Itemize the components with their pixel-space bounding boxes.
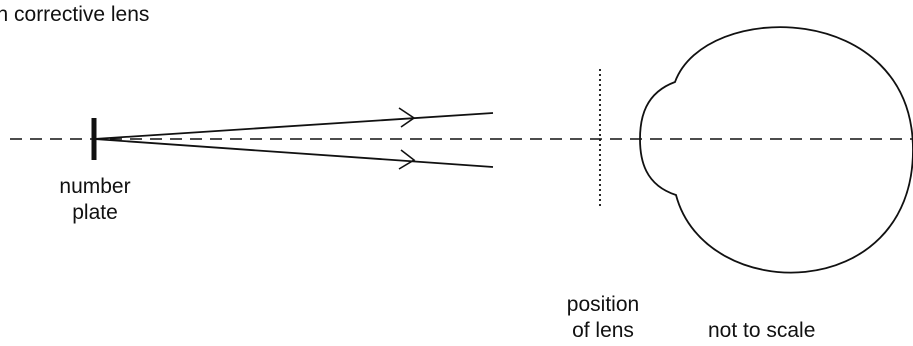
lower-ray-arrowhead — [398, 149, 416, 170]
scale-note: not to scale — [708, 319, 816, 342]
number-plate-label-line2: plate — [72, 201, 118, 224]
lens-position-label-line1: position — [566, 293, 640, 316]
eye-outline — [639, 26, 913, 274]
number-plate-label-line1: number — [59, 175, 131, 198]
lens-position-label: position of lens — [553, 292, 653, 344]
upper-ray — [93, 112, 494, 140]
lower-ray — [93, 138, 494, 168]
lens-position-label-line2: of lens — [572, 319, 634, 342]
diagram-title: ith corrective lens — [0, 3, 150, 26]
upper-ray-arrowhead — [398, 107, 416, 128]
number-plate-label: number plate — [44, 174, 146, 226]
